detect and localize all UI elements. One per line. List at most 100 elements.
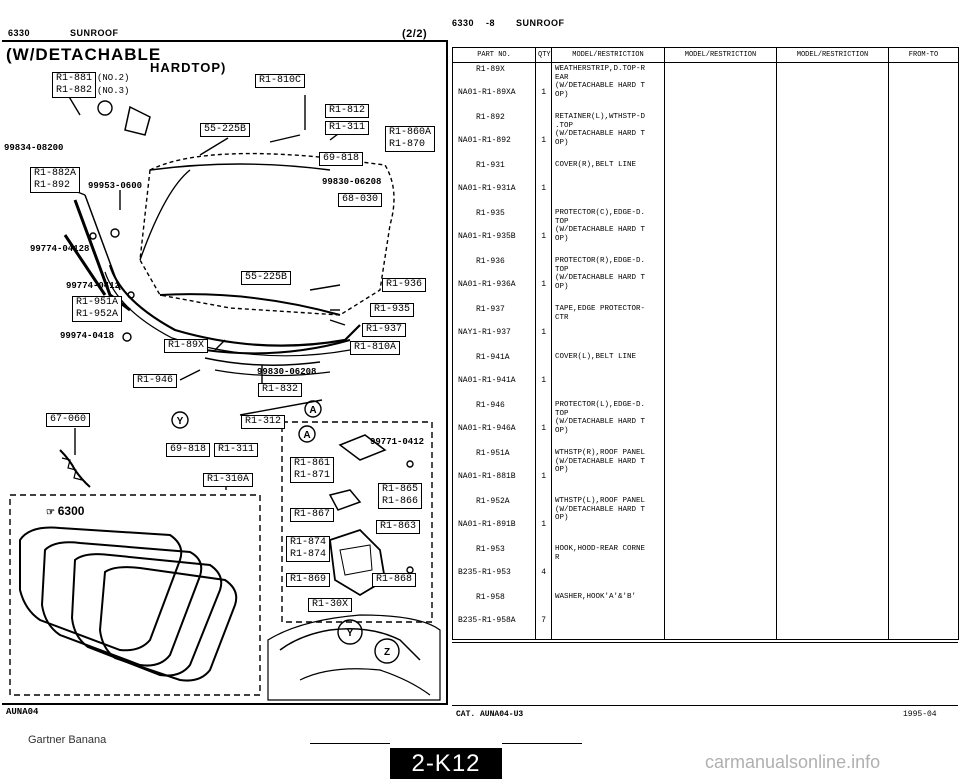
cell-empty [888,303,959,351]
label-r1-936: R1-936 [382,278,427,292]
quantity: 1 [541,376,546,385]
label-no3: (NO.3) [97,86,130,96]
cell-empty [888,159,959,207]
cell-description: PROTECTOR(C),EDGE-D.TOP(W/DETACHABLE HAR… [551,207,665,255]
part-number: B235-R1-953 [458,568,511,577]
cell-description: COVER(R),BELT LINE [551,159,665,207]
label-no2: (NO.2) [97,73,130,83]
cell-empty [664,591,777,640]
description-line: RETAINER(L),WTHSTP-D [555,113,646,121]
label-r1-951a-952a: R1-951A R1-952A [72,296,123,322]
diagram-title: (W/DETACHABLE [6,45,161,65]
label-r1-860a-870: R1-860A R1-870 [385,126,436,152]
label-r1-810a: R1-810A [350,341,401,355]
label-r1-832: R1-832 [258,383,303,397]
label-68-030: 68-030 [338,193,383,207]
cell-qty: 1 [535,255,552,303]
label-r1-882a-892: R1-882A R1-892 [30,167,81,193]
page-label: 2-K12 [411,750,481,777]
label-r1-812: R1-812 [325,104,370,118]
left-header-page: (2/2) [402,28,428,40]
quantity: 1 [541,472,546,481]
ref-6300-text: 6300 [57,504,85,518]
cell-qty: 4 [535,543,552,591]
ref-number: R1-931 [476,161,505,170]
exploded-diagram: Y A A Y Z [9,84,441,701]
cell-empty [664,543,777,591]
ref-6300: ☞ 6300 [46,504,85,518]
description-line: R [555,553,560,562]
ref-number: R1-892 [476,113,505,122]
description-line: TAPE,EDGE PROTECTOR- [555,305,646,313]
part-number: NA01-R1-935B [458,232,516,241]
label-r1-870: R1-870 [389,139,426,150]
part-number: NA01-R1-941A [458,376,516,385]
description-line: OP) [555,282,569,291]
ref-number: R1-936 [476,257,505,266]
cell-qty: 1 [535,447,552,495]
cell-empty [664,207,777,255]
quantity: 1 [541,136,546,145]
table-bottom-rule [452,642,958,643]
watermark: carmanualsonline.info [705,752,881,772]
part-number: NA01-R1-892 [458,136,511,145]
description-line: WASHER,HOOK'A'&'B' [555,593,637,601]
label-99774-0412: 99774-0412 [66,281,121,291]
quantity: 1 [541,280,546,289]
col-from-to: FROM-TO [888,47,959,63]
quantity: 1 [541,520,546,529]
cell-description: WTHSTP(R),ROOF PANEL(W/DETACHABLE HARD T… [551,447,665,495]
callout-a: A [309,405,316,416]
right-header-dash: -8 [486,18,496,28]
ref-number: R1-946 [476,401,505,410]
label-r1-861-871: R1-861 R1-871 [290,457,335,483]
cell-empty [664,495,777,543]
label-r1-869: R1-869 [286,573,331,587]
cell-empty [664,399,777,447]
cell-empty [888,591,959,640]
cell-qty: 1 [535,399,552,447]
ref-number: R1-952A [476,497,510,506]
cell-description: PROTECTOR(L),EDGE-D.TOP(W/DETACHABLE HAR… [551,399,665,447]
cell-empty [776,303,889,351]
label-r1-871: R1-871 [294,470,331,481]
cell-empty [664,159,777,207]
description-line: OP) [555,466,569,474]
cell-empty [776,351,889,399]
ref-number: R1-937 [476,305,505,314]
label-r1-861: R1-861 [294,458,331,469]
quantity: 1 [541,424,546,433]
label-99771-0412: 99771-0412 [370,437,425,447]
description-line: COVER(L),BELT LINE [555,353,637,361]
description-line: HOOK,HOOD-REAR CORNE [555,545,646,553]
cell-description: WASHER,HOOK'A'&'B' [551,591,665,640]
description-line: (W/DETACHABLE HARD T [555,457,646,466]
quantity: 1 [541,184,546,193]
quantity: 7 [541,616,546,625]
quantity: 4 [541,568,546,577]
cell-empty [664,111,777,159]
description-line: (W/DETACHABLE HARD T [555,274,646,282]
label-r1-874a: R1-874 [290,537,327,548]
label-99830-06208-2: 99830-06208 [257,367,317,377]
footer-right-code: 1995-04 [903,710,937,719]
col-model-3: MODEL/RESTRICTION [776,47,889,63]
label-r1-311-2: R1-311 [214,443,259,457]
label-r1-865: R1-865 [382,484,419,495]
label-r1-881: R1-881 [56,73,93,84]
left-frame-right [446,40,448,705]
cell-description: WTHSTP(L),ROOF PANEL(W/DETACHABLE HARD T… [551,495,665,543]
